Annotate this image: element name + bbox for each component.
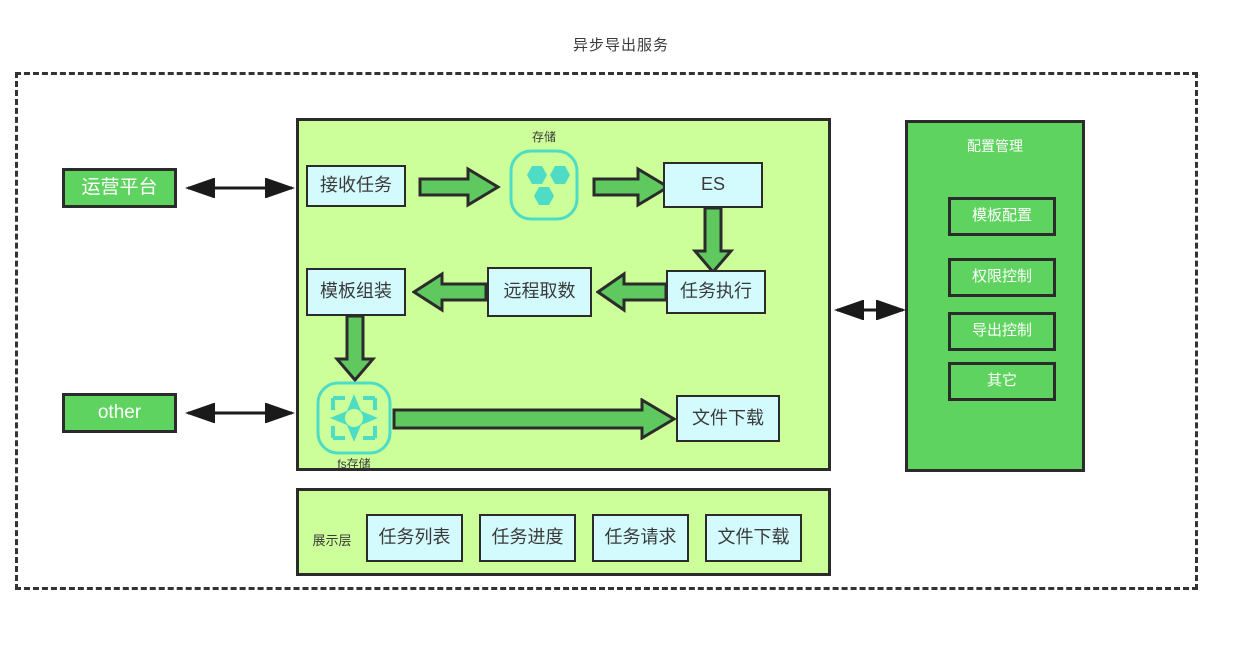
presentation-item-task-progress-label: 任务进度 — [491, 527, 564, 548]
config-item-template-config[interactable]: 模板配置 — [948, 197, 1056, 236]
page-title: 异步导出服务 — [572, 37, 669, 54]
node-template-assemble-label: 模板组装 — [320, 281, 392, 302]
arrow-es-to-task-execute — [692, 207, 734, 275]
arrow-fs-storage-to-file-download — [392, 398, 677, 440]
external-ops-platform-label: 运营平台 — [81, 176, 158, 198]
presentation-item-task-list-label: 任务列表 — [378, 527, 451, 548]
node-es[interactable]: ES — [663, 162, 763, 208]
config-item-other-label: 其它 — [986, 372, 1017, 390]
arrow-remote-fetch-to-template-assemble — [412, 271, 488, 313]
node-receive-task-label: 接收任务 — [320, 175, 392, 196]
external-ops-platform[interactable]: 运营平台 — [62, 168, 177, 208]
presentation-item-task-request[interactable]: 任务请求 — [592, 514, 689, 562]
config-item-export-control-label: 导出控制 — [971, 322, 1032, 340]
diamond-frame-icon — [316, 381, 392, 455]
presentation-item-task-request-label: 任务请求 — [604, 527, 677, 548]
arrow-template-assemble-to-fs-storage — [334, 315, 376, 383]
external-other[interactable]: other — [62, 393, 177, 433]
presentation-item-task-list[interactable]: 任务列表 — [366, 514, 463, 562]
config-item-template-config-label: 模板配置 — [971, 207, 1032, 225]
fs-storage-icon-group — [315, 380, 393, 456]
system-boundary — [15, 72, 1198, 590]
arrow-storage-to-es — [592, 166, 671, 208]
arrow-service-to-config — [834, 300, 906, 320]
fs-storage-icon-caption: fs存储 — [337, 457, 371, 471]
config-item-permission-control[interactable]: 权限控制 — [948, 258, 1056, 297]
arrow-receive-to-storage — [418, 166, 501, 208]
arrow-task-execute-to-remote-fetch — [596, 271, 668, 313]
config-item-other[interactable]: 其它 — [948, 362, 1056, 401]
arrow-other-to-service — [185, 403, 295, 423]
arrow-ops-platform-to-service — [185, 178, 295, 198]
storage-icon-group — [508, 148, 580, 222]
hexagon-cluster-icon — [509, 149, 579, 221]
config-item-permission-control-label: 权限控制 — [971, 268, 1032, 286]
node-task-execute-label: 任务执行 — [680, 281, 752, 302]
node-task-execute[interactable]: 任务执行 — [666, 270, 766, 314]
node-remote-fetch[interactable]: 远程取数 — [487, 267, 592, 317]
config-management-title: 配置管理 — [967, 138, 1023, 154]
presentation-item-file-download[interactable]: 文件下载 — [705, 514, 802, 562]
node-es-label: ES — [700, 174, 725, 195]
node-receive-task[interactable]: 接收任务 — [306, 165, 406, 207]
presentation-item-file-download-label: 文件下载 — [717, 527, 790, 548]
node-template-assemble[interactable]: 模板组装 — [306, 268, 406, 316]
node-file-download-label: 文件下载 — [692, 407, 764, 428]
presentation-layer-label: 展示层 — [312, 533, 352, 548]
node-remote-fetch-label: 远程取数 — [503, 281, 576, 302]
presentation-item-task-progress[interactable]: 任务进度 — [479, 514, 576, 562]
storage-icon-caption: 存储 — [531, 130, 556, 144]
config-item-export-control[interactable]: 导出控制 — [948, 312, 1056, 351]
external-other-label: other — [97, 401, 142, 423]
node-file-download[interactable]: 文件下载 — [676, 395, 780, 442]
